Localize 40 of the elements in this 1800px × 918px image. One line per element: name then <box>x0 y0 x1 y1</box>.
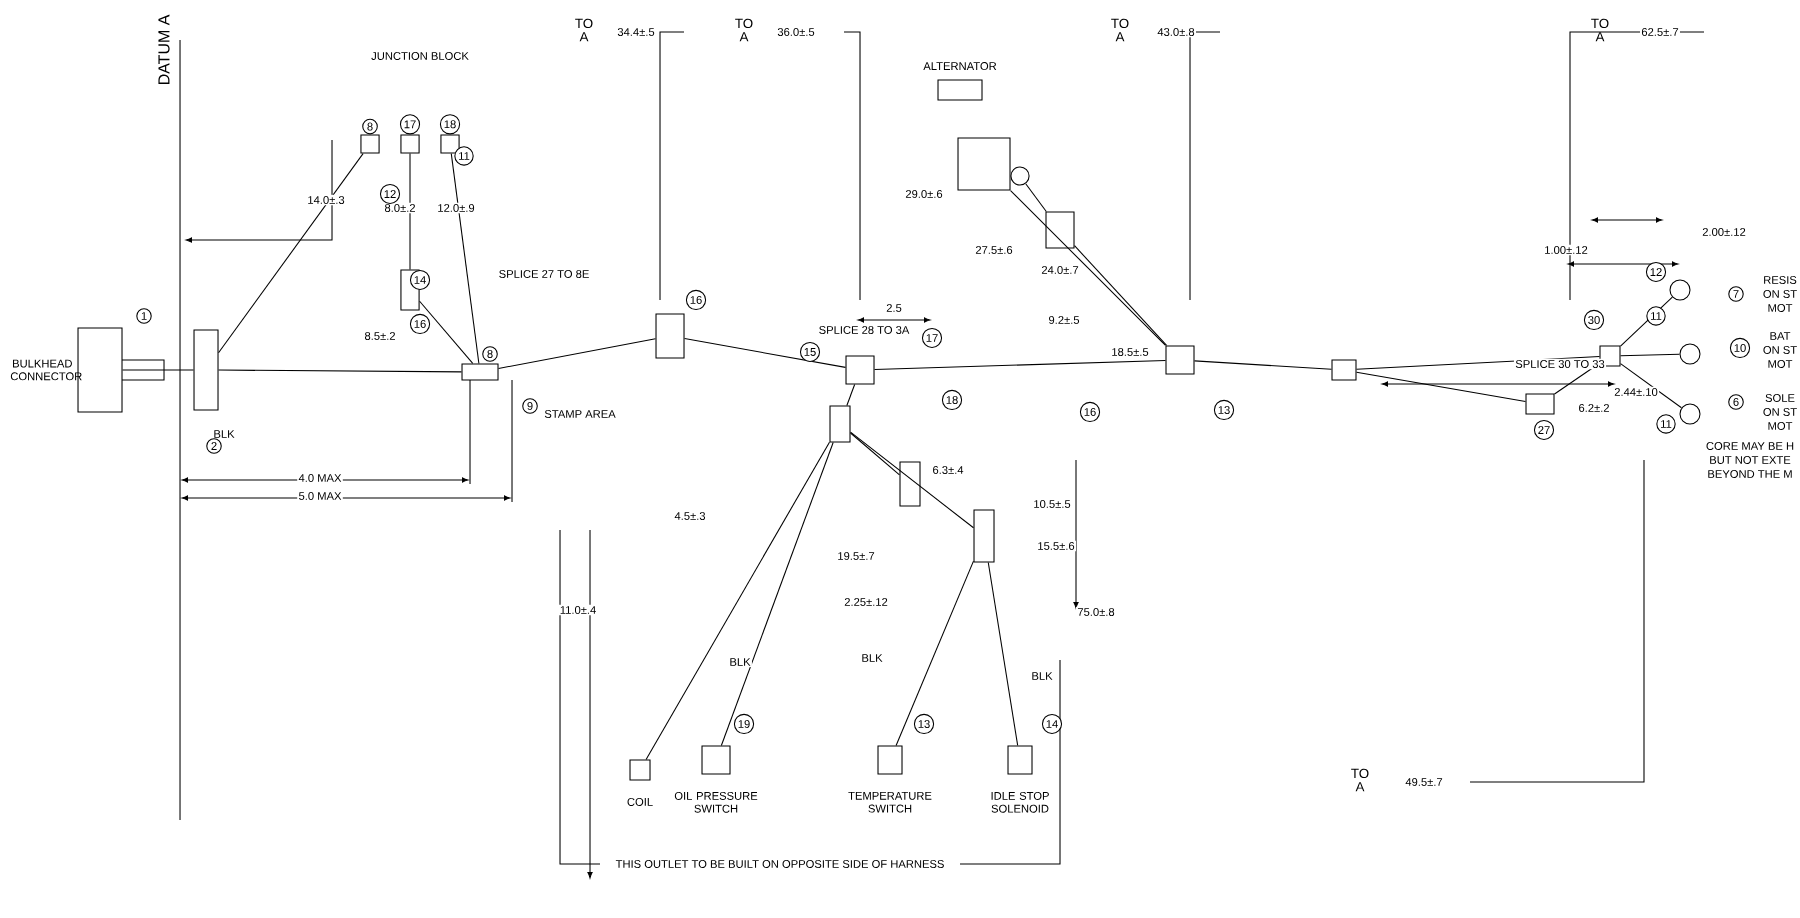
wire <box>1356 371 1526 402</box>
wire <box>419 300 474 364</box>
component <box>193 329 219 411</box>
terminal <box>1679 403 1701 425</box>
wire <box>850 432 900 476</box>
wire <box>1620 353 1680 357</box>
wire <box>1074 245 1168 346</box>
wire <box>684 338 846 368</box>
wire <box>645 441 830 760</box>
component <box>1525 393 1555 415</box>
wire <box>895 560 974 746</box>
terminal <box>1679 343 1701 365</box>
component <box>1331 359 1357 381</box>
wire <box>1010 190 1166 346</box>
wire <box>846 384 856 406</box>
component <box>973 509 995 563</box>
wire <box>1620 296 1673 347</box>
datum-label: DATUM A <box>158 14 170 85</box>
component <box>1165 345 1195 375</box>
wire <box>987 562 1019 746</box>
wire <box>218 153 364 354</box>
wire <box>720 442 834 746</box>
component <box>957 137 1011 191</box>
wire <box>874 359 1166 371</box>
wire <box>1025 183 1047 212</box>
wire <box>218 369 462 373</box>
wire <box>122 369 195 371</box>
wire <box>1194 360 1332 370</box>
terminal <box>1669 279 1691 301</box>
component <box>899 461 921 507</box>
wire <box>498 338 656 369</box>
component <box>829 405 851 443</box>
wire <box>409 153 411 270</box>
component <box>655 313 685 359</box>
terminal <box>1010 166 1030 186</box>
component <box>1045 211 1075 249</box>
wire <box>450 153 480 364</box>
wire <box>1620 363 1682 409</box>
component <box>845 355 875 385</box>
wire <box>850 431 974 529</box>
